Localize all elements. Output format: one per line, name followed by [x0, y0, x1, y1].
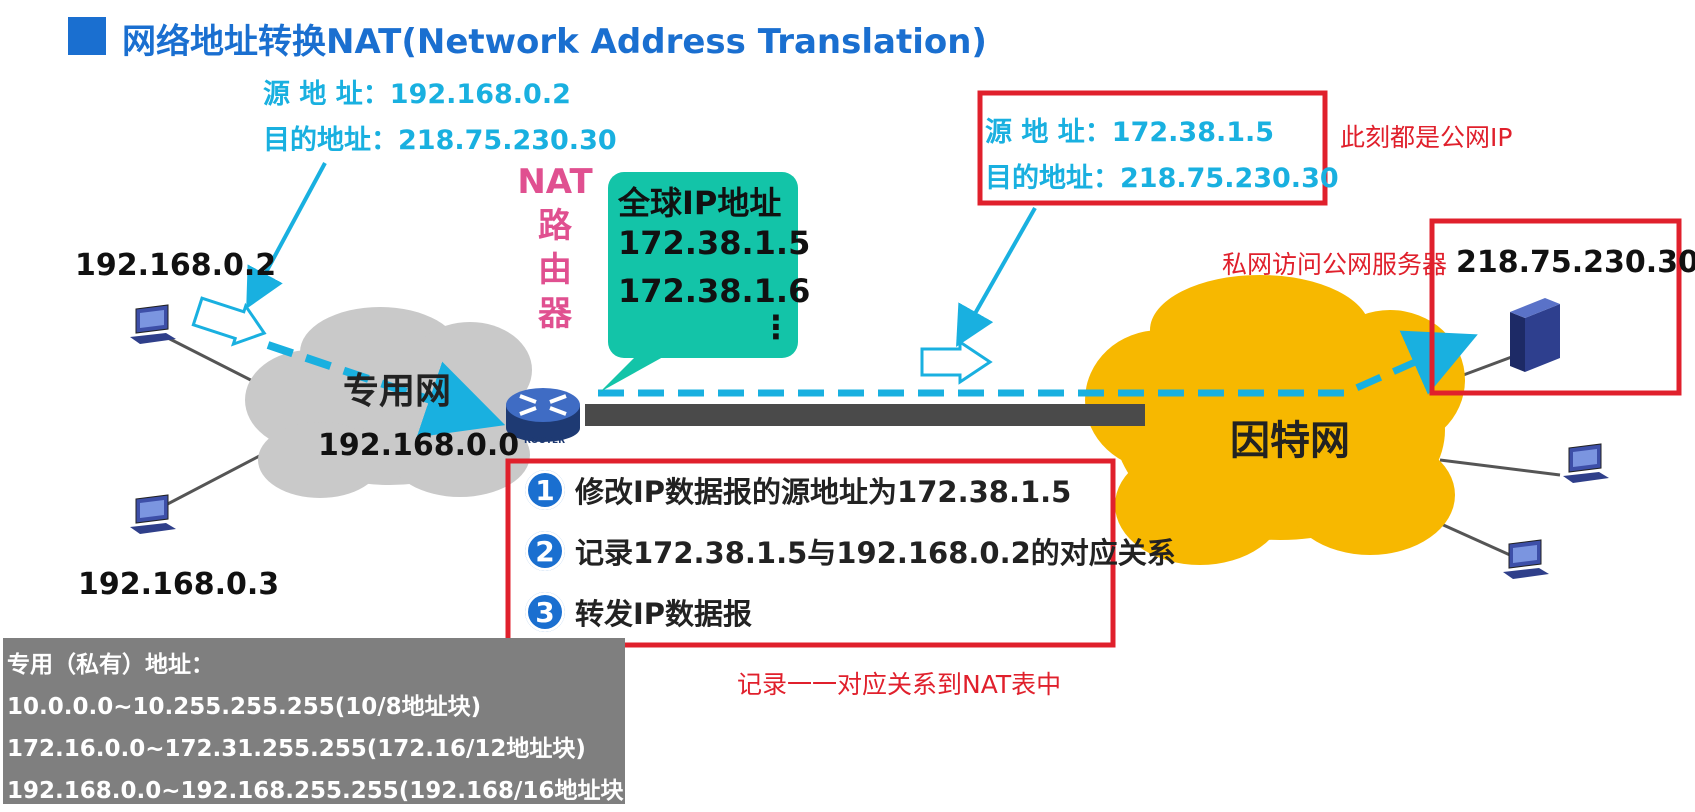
- right-callout-arrow: [956, 207, 1037, 347]
- server-ip: 218.75.230.30: [1456, 245, 1695, 280]
- step-2: 2 记录172.38.1.5与192.168.0.2的对应关系: [525, 530, 1176, 572]
- private-range-item: 192.168.0.0~192.168.255.255(192.168/16地址…: [7, 778, 634, 804]
- computer-icon: [1563, 443, 1609, 483]
- nat-router-label: NAT 路 由 器: [517, 162, 593, 334]
- page-title: 网络地址转换NAT(Network Address Translation): [122, 22, 987, 62]
- cable-host-c: [1439, 458, 1561, 477]
- computer-icon: [1503, 539, 1549, 579]
- server-note: 私网访问公网服务器: [1222, 250, 1448, 279]
- step-3: 3 转发IP数据报: [525, 591, 752, 633]
- computer-icon: [130, 494, 176, 534]
- public-ip-note: 此刻都是公网IP: [1340, 123, 1513, 152]
- internet-cloud: [1085, 275, 1465, 565]
- private-range-item: 172.16.0.0~172.31.255.255(172.16/12地址块): [7, 736, 586, 762]
- title-square-icon: [68, 17, 106, 55]
- step-number: 1: [525, 470, 565, 510]
- private-address-box: 专用（私有）地址： 10.0.0.0~10.255.255.255(10/8地址…: [3, 638, 634, 804]
- right-packet-source: 源 地 址：172.38.1.5: [985, 117, 1275, 148]
- step-1: 1 修改IP数据报的源地址为172.38.1.5: [525, 469, 1071, 511]
- left-callout-arrow: [246, 162, 327, 310]
- public-path-arrow: [598, 330, 1478, 397]
- step-number: 2: [525, 531, 565, 571]
- server-icon: [1510, 298, 1560, 372]
- router-caption: ROUTER: [524, 436, 566, 446]
- global-ip-bubble: [600, 172, 798, 392]
- router-icon: [506, 388, 580, 442]
- global-ip-2: 172.38.1.6: [618, 272, 811, 310]
- computer-icon: [130, 304, 176, 344]
- packet-icon: [920, 339, 993, 385]
- backbone-link: [585, 404, 1145, 426]
- private-network-address: 192.168.0.0: [318, 428, 520, 463]
- global-ip-more: ⋮: [760, 308, 792, 346]
- step-number: 3: [525, 592, 565, 632]
- nat-table-note: 记录一一对应关系到NAT表中: [737, 670, 1062, 699]
- private-network-name: 专用网: [343, 371, 452, 412]
- global-ip-heading: 全球IP地址: [618, 184, 782, 222]
- left-packet-destination: 目的地址：218.75.230.30: [263, 125, 617, 156]
- host-b-ip: 192.168.0.3: [78, 567, 280, 602]
- left-packet-source: 源 地 址：192.168.0.2: [263, 79, 571, 110]
- private-address-heading: 专用（私有）地址：: [7, 652, 214, 678]
- server-frame: [1429, 218, 1682, 396]
- steps-frame: [505, 458, 1116, 648]
- step-text: 修改IP数据报的源地址为172.38.1.5: [575, 475, 1072, 509]
- packet-icon: [191, 296, 267, 347]
- host-a-ip: 192.168.0.2: [75, 248, 277, 283]
- private-range-item: 10.0.0.0~10.255.255.255(10/8地址块): [7, 694, 482, 720]
- global-ip-1: 172.38.1.5: [618, 224, 811, 262]
- step-text: 转发IP数据报: [575, 597, 753, 631]
- right-packet-frame: [977, 90, 1328, 206]
- right-packet-destination: 目的地址：218.75.230.30: [985, 163, 1339, 194]
- step-text: 记录172.38.1.5与192.168.0.2的对应关系: [575, 536, 1176, 570]
- internet-name: 因特网: [1230, 418, 1350, 464]
